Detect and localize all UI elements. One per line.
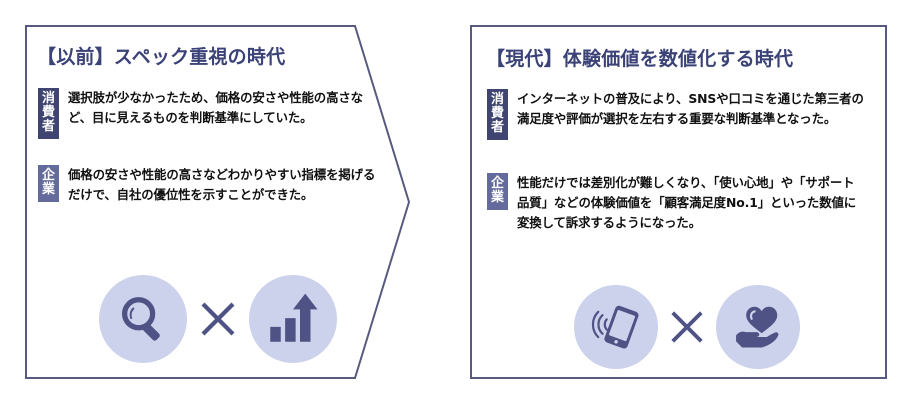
badge-company: 企 業 — [487, 173, 508, 211]
magnifying-glass-icon — [98, 275, 187, 363]
row-text-consumer-past: 選択肢が少なかったため、価格の安さや性能の高さなど、目に見えるものを判断基準にし… — [68, 90, 363, 126]
row-consumer-past: 消 費 者 選択肢が少なかったため、価格の安さや性能の高さなど、目に見えるものを… — [38, 88, 383, 140]
bar-chart-growth-arrow-icon — [248, 275, 337, 363]
multiplication-sign — [187, 299, 249, 339]
panel-present: 【現代】体験価値を数値化する時代 消 費 者 インターネットの普及により、SNS… — [470, 25, 887, 379]
badge-char: 費 — [41, 105, 55, 121]
icon-strip-past — [85, 265, 350, 373]
badge-char: 消 — [41, 91, 55, 106]
panel-past-content: 【以前】スペック重視の時代 消 費 者 選択肢が少なかったため、価格の安さや性能… — [25, 25, 410, 379]
row-text-company-present: 性能だけでは差別化が難しくなり、「使い心地」や「サポート品質」などの体験価値を「… — [517, 175, 857, 231]
badge-consumer: 消 費 者 — [487, 89, 508, 141]
badge-char: 企 — [41, 168, 55, 183]
badge-char: 業 — [41, 182, 55, 198]
row-company-present: 企 業 性能だけでは差別化が難しくなり、「使い心地」や「サポート品質」などの体験… — [487, 173, 865, 233]
page-title-past: 【以前】スペック重視の時代 — [37, 46, 286, 68]
row-company-past: 企 業 価格の安さや性能の高さなどわかりやすい指標を掲げるだけで、自社の優位性を… — [38, 165, 383, 205]
panel-present-content: 【現代】体験価値を数値化する時代 消 費 者 インターネットの普及により、SNS… — [472, 27, 885, 377]
badge-char: 消 — [490, 92, 504, 107]
badge-char: 企 — [490, 176, 504, 191]
badge-company: 企 業 — [38, 165, 59, 203]
multiplication-sign — [658, 308, 716, 346]
badge-char: 者 — [490, 120, 504, 136]
page-title-present: 【現代】体験価値を数値化する時代 — [486, 48, 794, 70]
smartphone-signal-icon — [574, 285, 658, 369]
badge-char: 費 — [490, 106, 504, 122]
row-text-consumer-present: インターネットの普及により、SNSや口コミを通じた第三者の満足度や評価が選択を左… — [517, 91, 864, 127]
badge-char: 者 — [41, 119, 55, 135]
badge-char: 業 — [490, 190, 504, 206]
row-text-company-past: 価格の安さや性能の高さなどわかりやすい指標を掲げるだけで、自社の優位性を示すこと… — [68, 167, 376, 203]
icon-strip-present — [562, 273, 812, 381]
row-consumer-present: 消 費 者 インターネットの普及により、SNSや口コミを通じた第三者の満足度や評… — [487, 89, 865, 141]
panel-past: 【以前】スペック重視の時代 消 費 者 選択肢が少なかったため、価格の安さや性能… — [25, 25, 410, 379]
hand-holding-heart-icon — [716, 285, 800, 369]
badge-consumer: 消 費 者 — [38, 88, 59, 140]
